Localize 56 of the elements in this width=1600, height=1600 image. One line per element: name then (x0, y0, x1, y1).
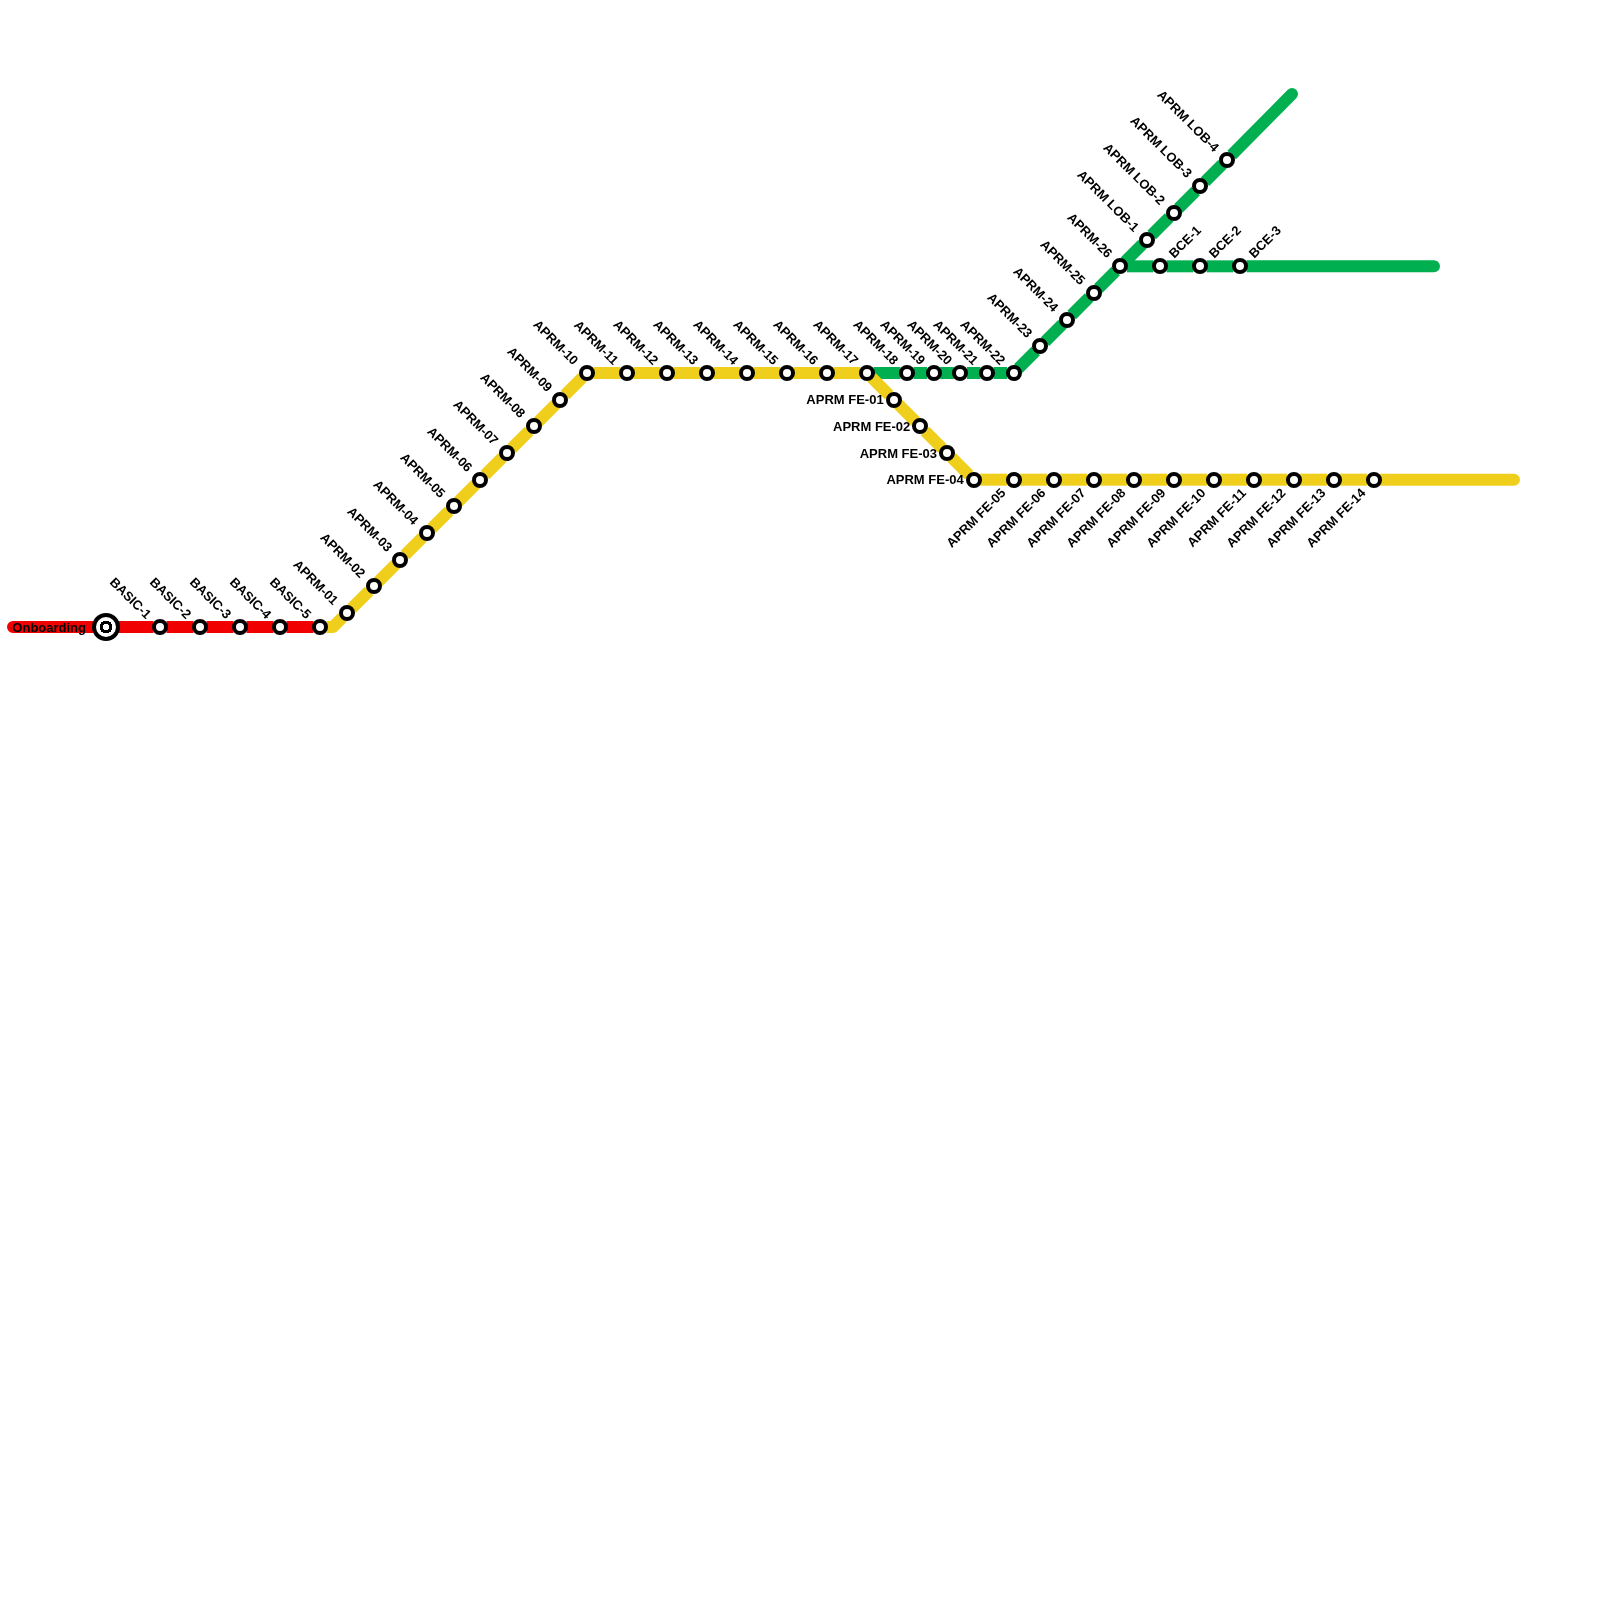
metro-line (1227, 88, 1298, 160)
metro-line (1206, 260, 1234, 273)
metro-line (833, 367, 861, 379)
metro-line (894, 400, 920, 426)
metro-line (374, 560, 400, 586)
metro-line (633, 367, 661, 379)
metro-line (560, 373, 587, 400)
metro-line (1014, 346, 1040, 373)
metro-line (1200, 160, 1227, 186)
metro-line (7, 621, 94, 633)
station-label: APRM FE-02 (833, 419, 911, 433)
metro-line (1020, 473, 1048, 486)
station-label: APRM FE-04 (886, 473, 964, 487)
metro-line (1094, 266, 1120, 293)
metro-line (118, 621, 154, 633)
station-label: Onboarding (12, 620, 86, 634)
metro-line (400, 533, 427, 560)
metro-line (1300, 473, 1328, 486)
metro-line (427, 506, 454, 533)
station-label: APRM FE-01 (806, 393, 884, 407)
metro-line (326, 613, 347, 633)
metro-line (454, 480, 480, 506)
metro-line (593, 367, 621, 379)
metro-line (1140, 473, 1168, 486)
metro-line (1340, 473, 1368, 486)
metro-line (1060, 473, 1088, 486)
metro-line (166, 621, 194, 633)
metro-line (1126, 260, 1154, 273)
metro-line (1040, 320, 1067, 346)
metro-line (1067, 293, 1094, 320)
metro-line (534, 400, 560, 426)
metro-line (1246, 260, 1440, 273)
metro-line (1220, 473, 1248, 486)
metro-line (1147, 213, 1174, 240)
station-label: APRM FE-03 (859, 446, 937, 460)
metro-line (673, 367, 701, 379)
metro-line (1166, 260, 1194, 273)
metro-line (753, 367, 781, 379)
metro-line (507, 426, 534, 453)
metro-line (947, 453, 974, 480)
metro-line (286, 621, 314, 633)
metro-line (793, 367, 821, 379)
metro-line (1174, 186, 1200, 213)
metro-line (1180, 473, 1208, 486)
metro-line (920, 426, 947, 453)
metro-line (1380, 473, 1520, 486)
metro-line (206, 621, 234, 633)
metro-line (980, 473, 1008, 486)
metro-line (1100, 473, 1128, 486)
metro-line (1260, 473, 1288, 486)
metro-line (867, 373, 894, 400)
metro-line (713, 367, 741, 379)
metro-line (347, 586, 374, 613)
metro-line (246, 621, 274, 633)
metro-line (873, 367, 901, 379)
metro-line (480, 453, 507, 480)
